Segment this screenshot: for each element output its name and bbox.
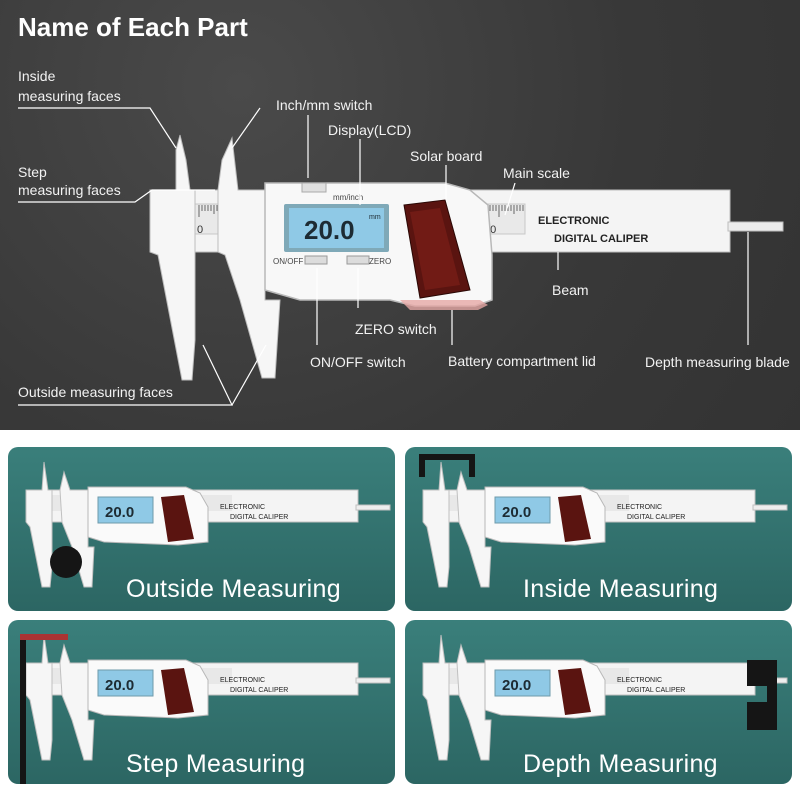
panel-title: Inside Measuring [523,575,719,603]
inch-mm-switch[interactable] [301,182,327,193]
page-title: Name of Each Part [18,12,248,42]
inch-mm-text: mm/inch [333,193,363,202]
label-zero-switch: ZERO switch [355,321,437,337]
label-inside-faces-1: Inside [18,68,56,84]
label-outside-faces: Outside measuring faces [18,384,173,400]
mini-caliper [419,454,788,588]
label-main-scale: Main scale [503,165,570,181]
zero-text: ZERO [369,257,391,266]
step-block [20,634,26,784]
label-inch-mm-switch: Inch/mm switch [276,97,373,113]
on-off-switch[interactable] [304,255,328,265]
measured-hole [419,454,475,477]
panel-title: Outside Measuring [126,575,341,603]
step-edge [20,634,68,640]
panel-outside-measuring: Outside Measuring [8,447,395,611]
scale-0-label: 0 [197,224,203,236]
depth-blade [727,221,784,232]
brand-line1: ELECTRONIC [538,215,610,227]
label-beam: Beam [552,282,589,298]
mini-caliper [422,634,788,761]
lcd-value: 20.0 [304,215,355,245]
lcd-display [289,208,384,248]
label-display: Display(LCD) [328,122,412,138]
mini-caliper [20,634,391,784]
fixed-jaw [149,134,196,381]
panel-title: Depth Measuring [523,750,718,778]
label-step-faces-1: Step [18,164,47,180]
panel-inside-measuring: Inside Measuring [405,447,792,611]
label-battery-lid: Battery compartment lid [448,353,596,369]
zero-switch[interactable] [346,255,370,265]
label-solar-board: Solar board [410,148,483,164]
label-inside-faces-2: measuring faces [18,88,121,104]
lcd-unit: mm [369,214,381,221]
panel-title: Step Measuring [126,750,306,778]
leader-lines [18,107,749,406]
panel-depth-measuring: Depth Measuring [405,620,792,784]
brand-line2: DIGITAL CALIPER [554,233,648,245]
parts-diagram: Name of Each Part 0 10 20 90 mm/inch [0,0,800,430]
mini-caliper [25,461,391,588]
panel-step-measuring: Step Measuring [8,620,395,784]
caliper-diagram: 0 10 20 90 mm/inch 20.0 mm ON/OFF ZERO [18,107,784,406]
housing-pink-edge [400,300,488,310]
label-step-faces-2: measuring faces [18,182,121,198]
label-on-off-switch: ON/OFF switch [310,354,406,370]
on-off-text: ON/OFF [273,257,303,266]
label-depth-blade: Depth measuring blade [645,354,790,370]
depth-block [747,660,777,730]
measured-ball [50,546,82,578]
